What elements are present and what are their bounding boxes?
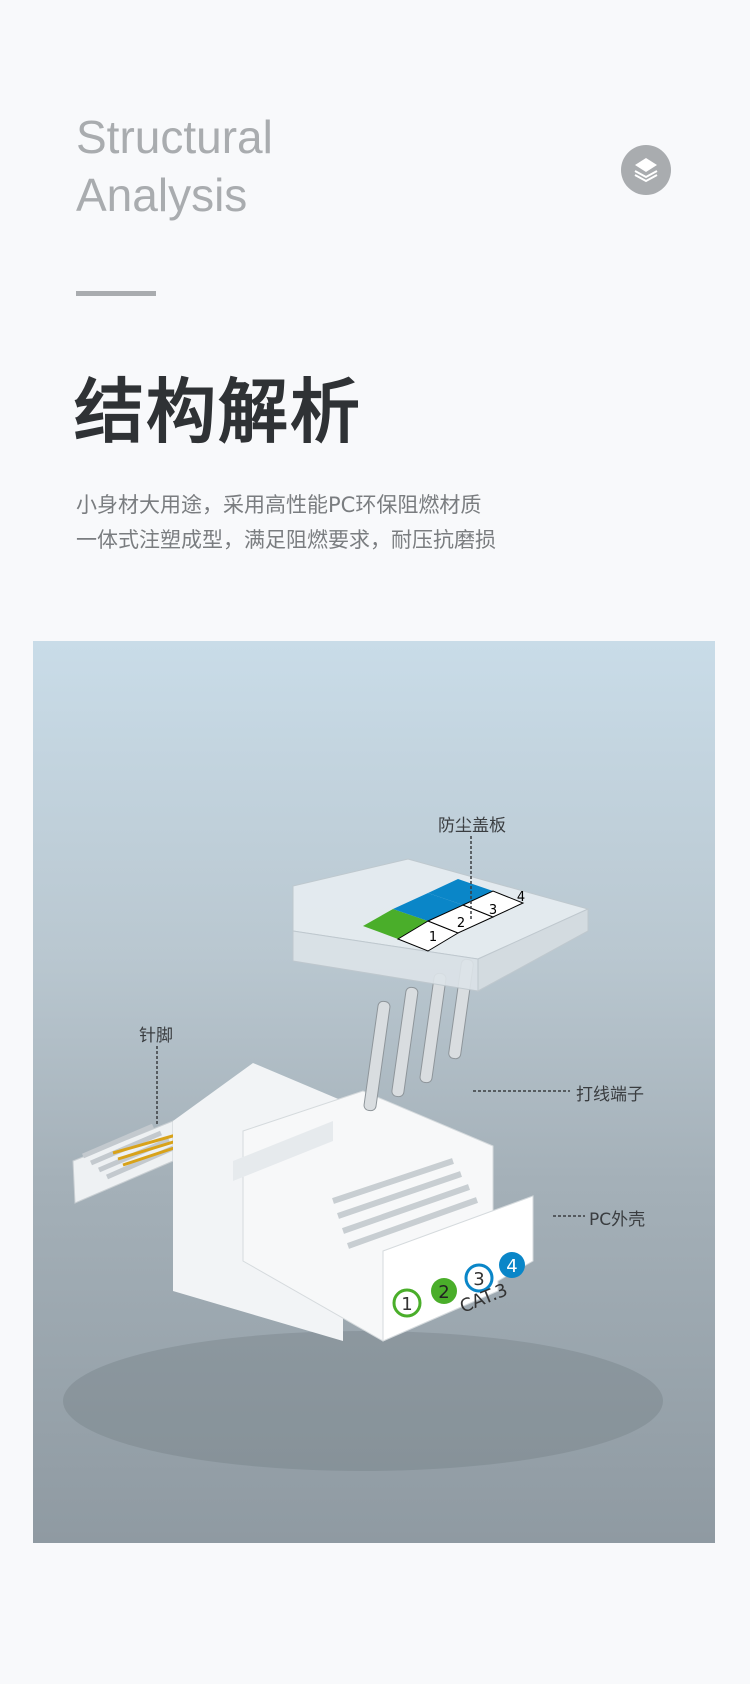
leader-lines (156, 836, 585, 1217)
pc-housing (173, 1063, 534, 1342)
port-number-1: 1 (401, 1294, 412, 1315)
cover-number-3: 3 (489, 903, 497, 918)
port-circle-2 (431, 1278, 457, 1304)
product-diagram: 1 2 3 4 CAT.3 1 2 3 4 (33, 641, 715, 1543)
label-dust-cover: 防尘盖板 (438, 816, 506, 836)
title-en-line1: Structural (76, 111, 273, 163)
port-number-2: 2 (438, 1282, 449, 1303)
title-en-line2: Analysis (76, 169, 248, 221)
port-circle-3 (464, 1263, 494, 1293)
port-numbers: 1 2 3 4 CAT.3 (392, 1252, 525, 1318)
pin-block (72, 1120, 184, 1204)
port-circle-1 (392, 1288, 422, 1318)
label-terminals: 打线端子 (576, 1085, 644, 1105)
port-circle-4 (499, 1252, 525, 1278)
cover-number-4: 4 (517, 890, 525, 905)
layers-icon (621, 145, 671, 195)
shadow (63, 1331, 663, 1471)
page-title: 结构解析 (74, 371, 362, 453)
description-line-1: 小身材大用途，采用高性能PC环保阻燃材质 (76, 493, 482, 517)
cover-number-2: 2 (457, 916, 465, 931)
cover-number-1: 1 (429, 930, 437, 945)
label-housing: PC外壳 (589, 1210, 646, 1230)
description-line-2: 一体式注塑成型，满足阻燃要求，耐压抗磨损 (76, 528, 496, 552)
port-number-3: 3 (473, 1269, 484, 1290)
label-pins: 针脚 (139, 1026, 173, 1046)
dust-cover: 1 2 3 4 (292, 858, 590, 992)
terminals (363, 958, 474, 1112)
port-number-4: 4 (506, 1256, 517, 1277)
divider (76, 291, 156, 296)
